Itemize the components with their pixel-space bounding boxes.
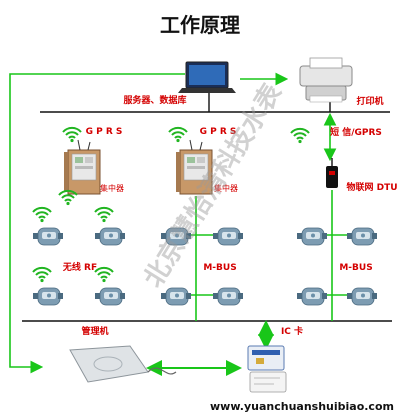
water-meter-icon — [160, 287, 192, 306]
concentrator-mid-label: 集中器 — [214, 183, 238, 193]
water-meter-icon — [32, 287, 64, 306]
watermark-text: 北京慧怡清科技水表 — [138, 77, 289, 293]
water-meter-icon — [94, 227, 126, 246]
water-meter-icon — [212, 227, 244, 246]
water-meter-icon — [296, 287, 328, 306]
water-meter-icon — [346, 227, 378, 246]
wifi-icon-gprs-mid — [168, 126, 188, 144]
manager-label: 管理机 — [81, 325, 108, 337]
server-to-manager-flow — [9, 73, 185, 374]
wifi-icon-sms — [290, 127, 310, 145]
website-url: www.yuanchuanshuibiao.com — [210, 400, 394, 413]
water-meter-icon — [296, 227, 328, 246]
gprs-left-label: G P R S — [86, 127, 123, 137]
water-meter-icon — [212, 287, 244, 306]
mbus-mid-label: M-BUS — [203, 263, 236, 273]
water-meter-icon — [32, 227, 64, 246]
iot-dtu-icon — [326, 158, 338, 188]
concentrator-left-label: 集中器 — [100, 183, 124, 193]
wifi-icon-meter-1 — [32, 206, 52, 224]
wifi-icon-meter-4 — [94, 266, 114, 284]
gprs-mid-label: G P R S — [200, 127, 237, 137]
printer-icon — [299, 57, 353, 103]
page-title: 工作原理 — [160, 13, 240, 37]
iot-dtu-label: 物联网 DTU — [346, 181, 397, 193]
water-meter-icon — [346, 287, 378, 306]
wifi-icon-meter-2 — [94, 206, 114, 224]
sms-gprs-label: 短 信/GPRS — [330, 126, 382, 138]
ic-card-label: IC 卡 — [281, 325, 303, 337]
card-reader-icon — [69, 345, 177, 383]
water-meter-icon — [94, 287, 126, 306]
concentrator-left-icon — [63, 139, 101, 195]
wifi-icon-meter-3 — [32, 266, 52, 284]
server-label: 服务器、数据库 — [123, 94, 186, 106]
server-laptop-icon — [178, 61, 236, 93]
ic-card-icon — [247, 345, 287, 393]
mbus-right-label: M-BUS — [339, 263, 372, 273]
wireless-rf-label: 无线 RF — [62, 261, 97, 273]
printer-label: 打印机 — [356, 95, 383, 107]
